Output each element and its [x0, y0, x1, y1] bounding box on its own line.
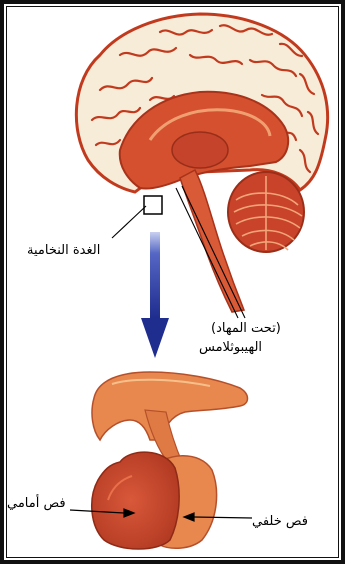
label-posterior-lobe: فص خلفي	[252, 514, 308, 530]
zoom-arrow	[141, 232, 169, 358]
label-hypothalamus-arabic: (تحت المهاد)	[211, 321, 281, 337]
pituitary-gland-enlarged	[92, 372, 248, 549]
label-pituitary-gland: الغدة النخامية	[27, 243, 100, 259]
cerebellum	[228, 172, 304, 252]
label-anterior-lobe: فص أمامي	[7, 496, 66, 512]
pituitary-highlight-box	[144, 196, 162, 214]
label-hypothalamus: الهيبوثلامس	[199, 340, 262, 356]
